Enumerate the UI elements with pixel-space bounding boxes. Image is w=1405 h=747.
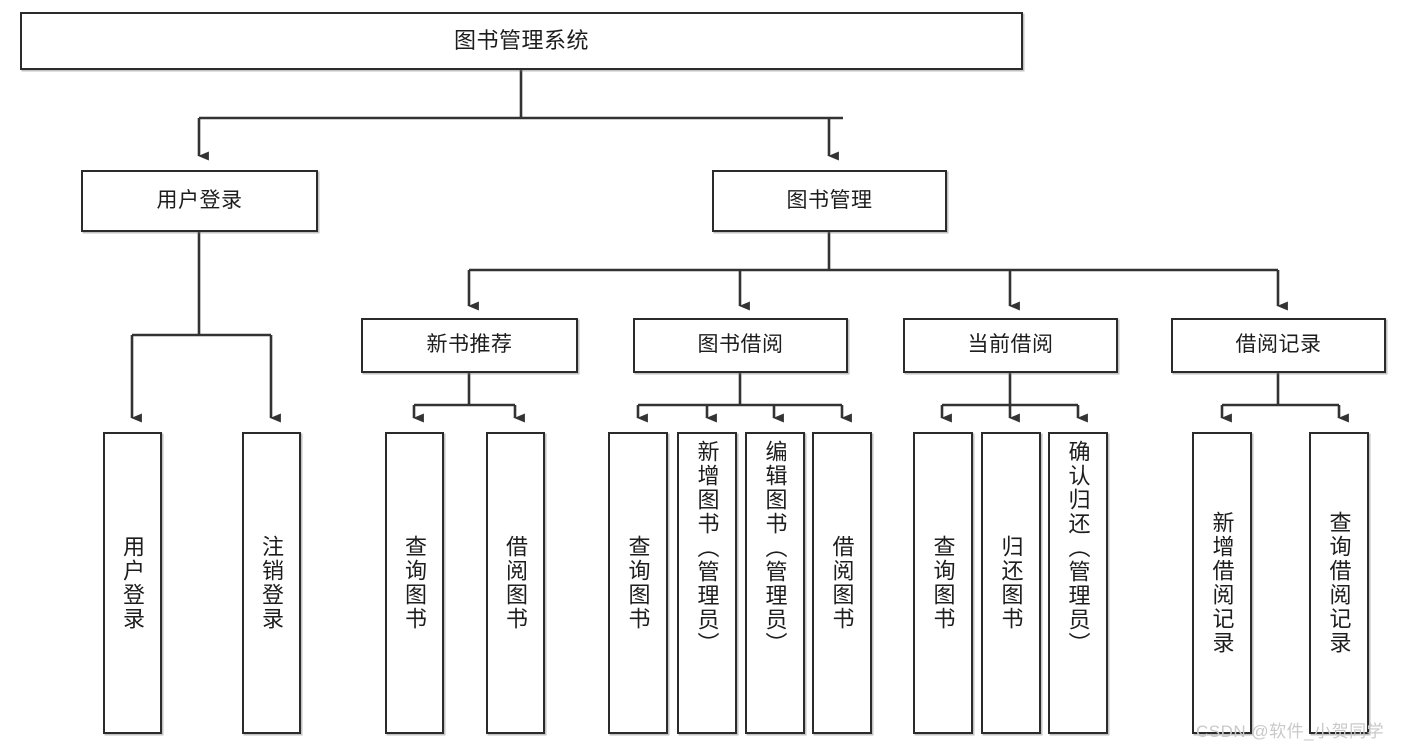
leaf-current-return-book-label: 归还图书 [998,535,1024,631]
node-new-book-recommend-label: 新书推荐 [426,333,513,357]
leaf-borrow-query-book[interactable]: 查询图书 [608,432,668,734]
leaf-newbook-query-book[interactable]: 查询图书 [385,432,444,734]
node-borrow-records[interactable]: 借阅记录 [1171,318,1386,373]
leaf-current-return-book[interactable]: 归还图书 [981,432,1041,734]
node-current-borrow[interactable]: 当前借阅 [903,318,1118,373]
leaf-records-query-record-label: 查询借阅记录 [1326,511,1352,655]
node-book-borrow[interactable]: 图书借阅 [633,318,848,373]
leaf-borrow-add-book-admin[interactable]: 新增图书（管理员） [677,432,737,734]
node-new-book-recommend[interactable]: 新书推荐 [361,318,578,373]
leaf-borrow-query-book-label: 查询图书 [625,535,651,631]
node-user-login-label: 用户登录 [156,188,243,212]
node-current-borrow-label: 当前借阅 [967,333,1054,357]
leaf-user-login-signout[interactable]: 注销登录 [242,432,301,734]
node-root-label: 图书管理系统 [453,28,589,54]
leaf-newbook-borrow-book[interactable]: 借阅图书 [486,432,545,734]
leaf-borrow-add-book-admin-label: 新增图书（管理员） [694,440,720,656]
leaf-current-confirm-return-admin[interactable]: 确认归还（管理员） [1048,432,1108,734]
leaf-newbook-borrow-book-label: 借阅图书 [503,535,529,631]
node-book-borrow-label: 图书借阅 [697,333,784,357]
leaf-newbook-query-book-label: 查询图书 [402,535,428,631]
node-book-management-label: 图书管理 [786,188,873,212]
leaf-borrow-borrow-book-label: 借阅图书 [829,535,855,631]
leaf-current-confirm-return-admin-label: 确认归还（管理员） [1065,440,1091,656]
leaf-borrow-edit-book-admin[interactable]: 编辑图书（管理员） [745,432,805,734]
leaf-user-login-signin-label: 用户登录 [120,535,146,631]
leaf-user-login-signout-label: 注销登录 [259,535,285,631]
node-borrow-records-label: 借阅记录 [1235,333,1322,357]
leaf-current-query-book-label: 查询图书 [930,535,956,631]
leaf-records-add-record[interactable]: 新增借阅记录 [1192,432,1252,734]
node-book-management[interactable]: 图书管理 [712,170,947,232]
leaf-user-login-signin[interactable]: 用户登录 [103,432,162,734]
node-user-login[interactable]: 用户登录 [81,170,318,232]
csdn-watermark: CSDN @软件_小贺同学 [1196,722,1385,741]
leaf-records-add-record-label: 新增借阅记录 [1209,511,1235,655]
leaf-borrow-edit-book-admin-label: 编辑图书（管理员） [762,440,788,656]
node-root-book-management-system[interactable]: 图书管理系统 [20,12,1023,70]
leaf-current-query-book[interactable]: 查询图书 [913,432,973,734]
leaf-records-query-record[interactable]: 查询借阅记录 [1309,432,1369,734]
leaf-borrow-borrow-book[interactable]: 借阅图书 [812,432,872,734]
